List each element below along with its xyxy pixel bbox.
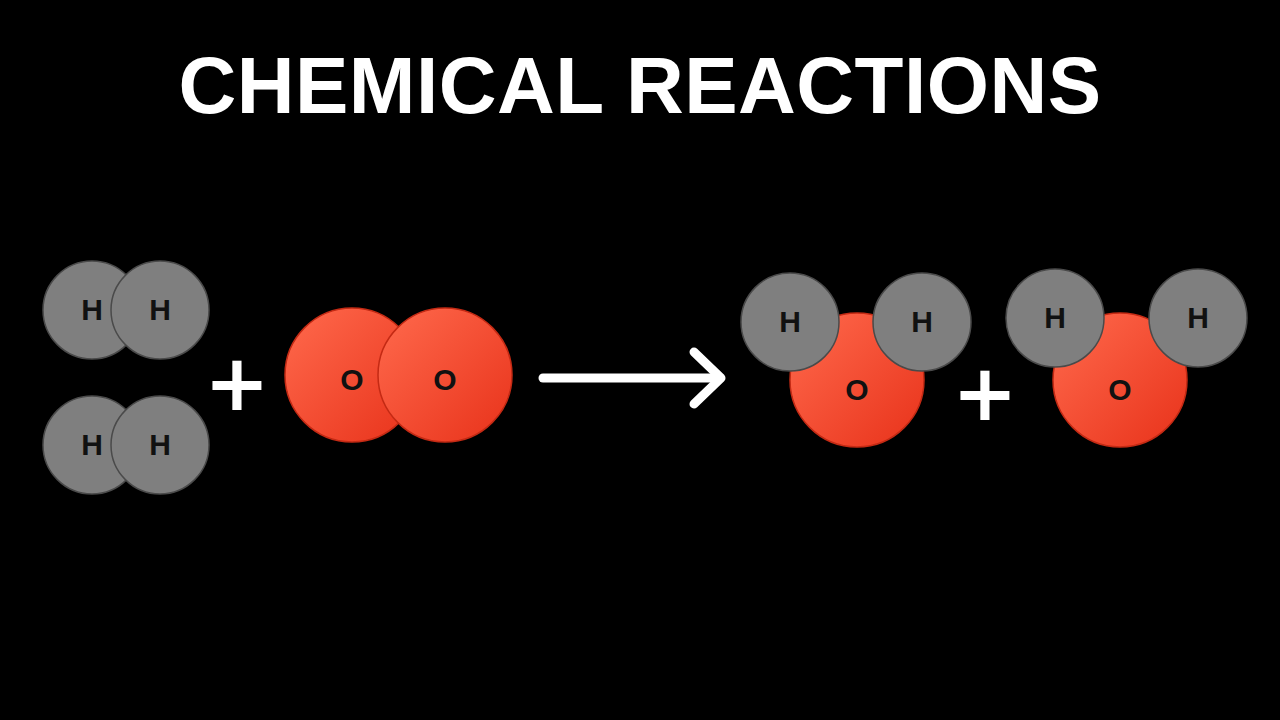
element-symbol: O [845,375,868,405]
atom-label-holder: H [110,260,210,360]
element-symbol: O [433,365,456,395]
element-symbol: H [149,295,171,325]
atom-label-holder: H [110,395,210,495]
arrow-shaft [543,374,720,383]
hydrogen-atom: H [1005,268,1105,368]
atom-circle [111,261,209,359]
atom-circle [1149,269,1247,367]
atom-label-holder: H [1148,268,1248,368]
element-symbol: O [1108,375,1131,405]
atom-label-holder: H [1005,268,1105,368]
element-symbol: H [779,307,801,337]
atom-circle [790,313,924,447]
hydrogen-atom: H [110,395,210,495]
hydrogen-atom: H [110,260,210,360]
atom-label-holder: H [740,272,840,372]
element-symbol: H [81,295,103,325]
oxygen-atom: O [377,307,513,443]
hydrogen-atom: H [740,272,840,372]
element-symbol: H [1187,303,1209,333]
diagram-title: CHEMICAL REACTIONS [0,42,1280,130]
element-symbol: H [911,307,933,337]
element-symbol: O [340,365,363,395]
atom-circle [741,273,839,371]
atom-label-holder: O [377,307,513,443]
atom-circle [111,396,209,494]
reaction-arrow [543,352,721,404]
plus-sign: + [204,344,269,422]
element-symbol: H [1044,303,1066,333]
hydrogen-atom: H [872,272,972,372]
atom-label-holder: H [872,272,972,372]
atom-circle [1006,269,1104,367]
element-symbol: H [149,430,171,460]
element-symbol: H [81,430,103,460]
atom-circle [378,308,512,442]
hydrogen-atom: H [1148,268,1248,368]
plus-sign: + [952,354,1017,432]
atom-circle [873,273,971,371]
atom-circle [1053,313,1187,447]
arrow-head [694,352,721,404]
